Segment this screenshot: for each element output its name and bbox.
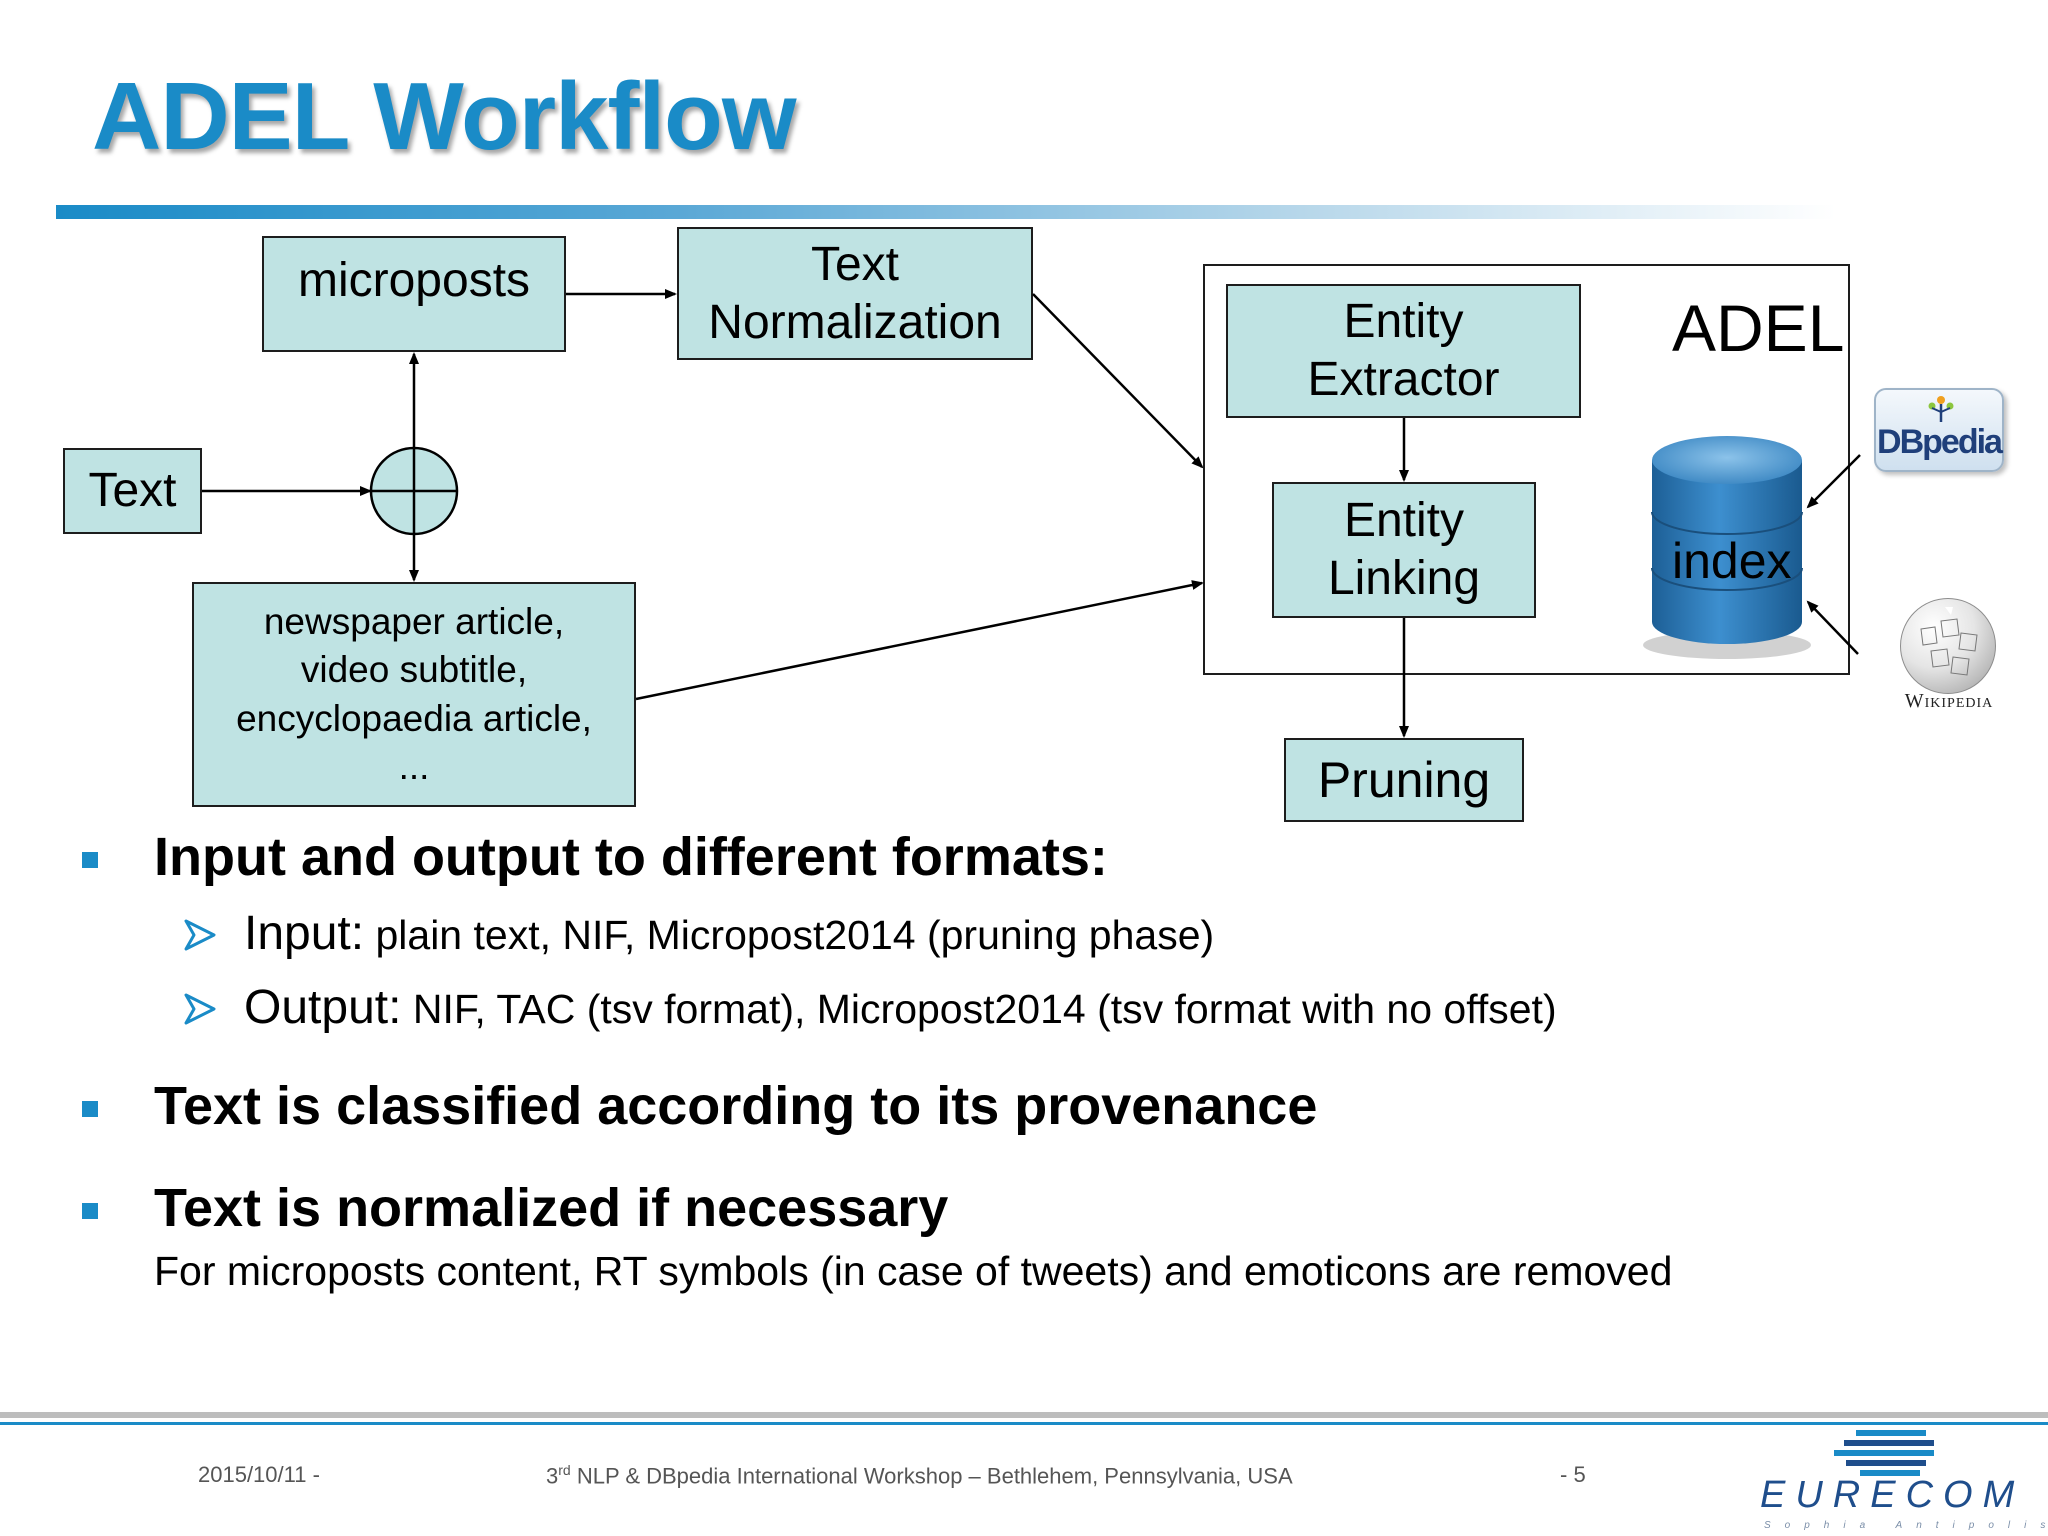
sub-bullet-input: Input: plain text, NIF, Micropost2014 (p… [244, 906, 1214, 961]
normalization-to-adel-arrow [1032, 293, 1204, 469]
eurecom-logo-subtext: Sophia Antipolis [1764, 1520, 2048, 1531]
eurecom-logo-text: EURECOM [1760, 1474, 2025, 1516]
eurecom-stripes-icon [1834, 1430, 1934, 1476]
bullet-provenance: Text is classified according to its prov… [154, 1076, 1318, 1136]
pruning-label: Pruning [1317, 752, 1491, 808]
footer-event-sup: rd [558, 1462, 571, 1478]
wikipedia-logo-text: Wikipedia [1904, 690, 1994, 712]
index-label: index [1672, 533, 1792, 589]
square-bullet-icon [82, 1101, 98, 1117]
entity-linking-box: Entity Linking [1272, 482, 1536, 618]
chevron-arrow-icon [184, 919, 216, 951]
wikipedia-logo-icon: Wikipedia [1884, 598, 2014, 716]
footer-event-prefix: 3 [546, 1463, 559, 1489]
text-input-box: Text [63, 448, 202, 534]
other-sources-box: newspaper article, video subtitle, encyc… [192, 582, 636, 807]
text-normalization-label: Text Normalization [708, 237, 1002, 349]
footer-page-number: - 5 [1560, 1462, 1586, 1487]
output-label: Output: [244, 981, 402, 1034]
square-bullet-icon [82, 852, 98, 868]
output-value: NIF, TAC (tsv format), Micropost2014 (ts… [401, 986, 1557, 1032]
title-divider [56, 205, 1836, 219]
entity-extractor-box: Entity Extractor [1226, 284, 1581, 418]
microposts-box: microposts [262, 236, 566, 352]
normalization-detail: For microposts content, RT symbols (in c… [154, 1248, 1673, 1294]
entity-extractor-label: Entity Extractor [1307, 295, 1500, 406]
slide-title: ADEL Workflow [92, 63, 796, 170]
bullet-normalized: Text is normalized if necessary [154, 1178, 949, 1238]
sub-bullet-output: Output: NIF, TAC (tsv format), Micropost… [244, 980, 1557, 1035]
microposts-label: microposts [297, 254, 531, 307]
footer-accent-line [0, 1422, 2048, 1425]
wikipedia-globe-icon [1900, 598, 1996, 694]
footer-event-rest: NLP & DBpedia International Workshop – B… [570, 1463, 1293, 1489]
input-label: Input: [244, 907, 365, 960]
square-bullet-icon [82, 1203, 98, 1219]
sources-to-adel-arrow [635, 580, 1204, 701]
dbpedia-logo-text: DBpedia [1877, 423, 2003, 461]
eurecom-logo-icon: EURECOM Sophia Antipolis [1760, 1426, 2045, 1531]
input-value: plain text, NIF, Micropost2014 (pruning … [364, 912, 1215, 958]
entity-linking-label: Entity Linking [1327, 494, 1481, 605]
chevron-arrow-icon [184, 993, 216, 1025]
bullet-formats: Input and output to different formats: [154, 827, 1108, 887]
junction-circle [369, 446, 459, 536]
footer-event: 3rd NLP & DBpedia International Workshop… [546, 1462, 1293, 1489]
pruning-box: Pruning [1284, 738, 1524, 822]
other-sources-label: newspaper article, video subtitle, encyc… [236, 601, 592, 787]
adel-label: ADEL [1672, 291, 1845, 365]
dbpedia-logo-icon: DBpedia [1874, 388, 2004, 472]
dbpedia-tree-icon [1928, 396, 1954, 422]
text-normalization-box: Text Normalization [677, 227, 1033, 360]
footer-date: 2015/10/11 - [198, 1462, 320, 1487]
footer-divider [0, 1412, 2048, 1418]
text-input-label: Text [88, 464, 177, 518]
